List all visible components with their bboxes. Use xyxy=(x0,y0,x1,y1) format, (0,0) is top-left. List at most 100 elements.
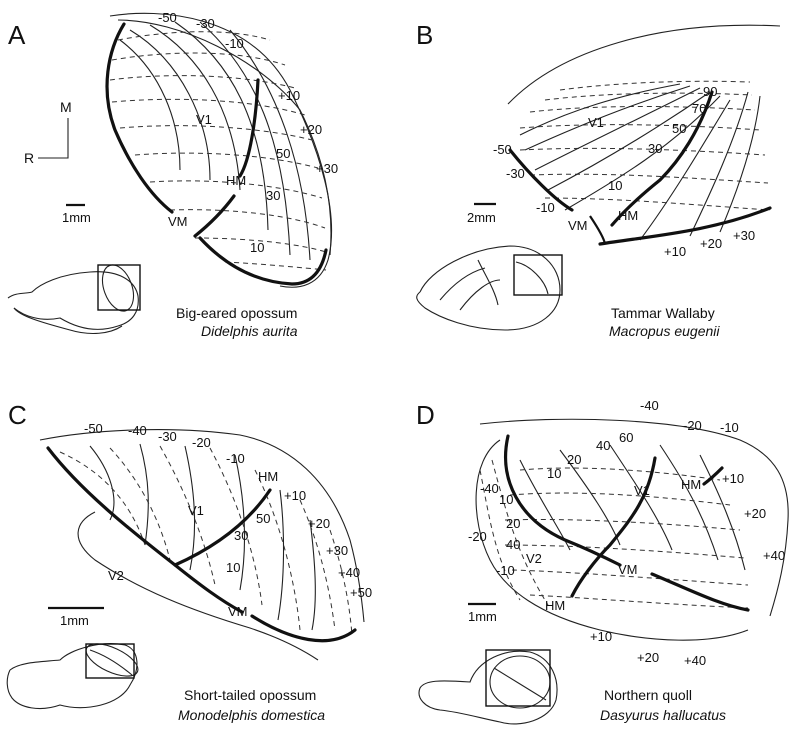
panel-c-label-13: +50 xyxy=(350,585,372,600)
panel-b: B 2mm xyxy=(416,20,781,339)
panel-c-label-2: -40 xyxy=(128,423,147,438)
panel-b-label-2: 70 xyxy=(692,101,706,116)
panel-c-label-9: 30 xyxy=(234,528,248,543)
panel-a-label-7: +30 xyxy=(316,161,338,176)
panel-d-v1-label: V1 xyxy=(634,483,650,498)
panel-d-label-1: -40 xyxy=(480,481,499,496)
panel-c-letter: C xyxy=(8,400,27,430)
panel-c-label-10: +30 xyxy=(326,543,348,558)
panel-c-label-12: +40 xyxy=(338,565,360,580)
panel-a-label-8: 30 xyxy=(266,188,280,203)
panel-c-common-name: Short-tailed opossum xyxy=(184,687,316,703)
panel-b-label-11: +30 xyxy=(733,228,755,243)
panel-c-v1-label: V1 xyxy=(188,503,204,518)
panel-a-hm-label: HM xyxy=(226,173,246,188)
panel-d-label-16: -10 xyxy=(720,420,739,435)
panel-d-scale-bar: 1mm xyxy=(468,602,497,624)
panel-c-scale-label: 1mm xyxy=(60,613,89,628)
panel-b-letter: B xyxy=(416,20,433,50)
panel-d-label-11: 10 xyxy=(499,492,513,507)
panel-d-label-12: 20 xyxy=(506,516,520,531)
panel-b-label-5: 10 xyxy=(608,178,622,193)
panel-d-label-9: -40 xyxy=(640,398,659,413)
panel-c-v1-map xyxy=(39,429,365,661)
panel-d-common-name: Northern quoll xyxy=(604,687,692,703)
panel-a-label-3: -10 xyxy=(225,36,244,51)
panel-c-species-name: Monodelphis domestica xyxy=(178,707,325,723)
panel-a-v1-map xyxy=(105,12,333,288)
axis-m-label: M xyxy=(60,99,72,115)
panel-c-v2-label: V2 xyxy=(108,568,124,583)
panel-d-label-17: +10 xyxy=(590,629,612,644)
panel-a-common-name: Big-eared opossum xyxy=(176,305,297,321)
panel-b-scale-bar: 2mm xyxy=(467,202,496,225)
panel-a-label-1: -50 xyxy=(158,10,177,25)
panel-c-hm-label: HM xyxy=(258,469,278,484)
panel-c-label-11: 10 xyxy=(226,560,240,575)
panel-b-label-10: +20 xyxy=(700,236,722,251)
panel-d-label-8: +10 xyxy=(722,471,744,486)
panel-c-brain-icon xyxy=(6,643,139,710)
axis-r-label: R xyxy=(24,150,34,166)
panel-a-label-9: 10 xyxy=(250,240,264,255)
panel-b-v1-label: V1 xyxy=(588,115,604,130)
panel-d-label-13: -20 xyxy=(683,418,702,433)
orientation-axes: M R xyxy=(24,99,72,166)
panel-d-vm-label: VM xyxy=(618,562,638,577)
panel-c-label-4: -20 xyxy=(192,435,211,450)
panel-b-label-9: +10 xyxy=(664,244,686,259)
panel-d-hm-bottom-label: HM xyxy=(545,598,565,613)
panel-d-label-6: 20 xyxy=(567,452,581,467)
panel-c: C 1mm -50 xyxy=(6,400,372,723)
panel-a-scale-bar: 1mm xyxy=(62,203,91,225)
panel-c-label-3: -30 xyxy=(158,429,177,444)
panel-a-brain-icon xyxy=(7,264,141,335)
panel-a-label-4: +10 xyxy=(278,88,300,103)
panel-b-label-1: 90 xyxy=(703,84,717,99)
panel-a: A M R 1mm xyxy=(7,10,338,339)
panel-d-label-15: +40 xyxy=(763,548,785,563)
panel-c-scale-bar: 1mm xyxy=(48,606,104,628)
panel-a-v1-label: V1 xyxy=(196,112,212,127)
panel-d-label-14: 40 xyxy=(506,537,520,552)
panel-b-label-7: -30 xyxy=(506,166,525,181)
panel-b-brain-icon xyxy=(416,245,563,331)
panel-a-scale-label: 1mm xyxy=(62,210,91,225)
panel-a-label-6: 50 xyxy=(276,146,290,161)
panel-d-hm-top-label: HM xyxy=(681,477,701,492)
panel-c-label-1: -50 xyxy=(84,421,103,436)
panel-d-label-5: 40 xyxy=(596,438,610,453)
panel-d-scale-label: 1mm xyxy=(468,609,497,624)
panel-b-label-3: 50 xyxy=(672,121,686,136)
panel-d-brain-icon xyxy=(418,649,558,725)
panel-a-label-2: -30 xyxy=(196,16,215,31)
panel-c-label-5: -10 xyxy=(226,451,245,466)
panel-d-species-name: Dasyurus hallucatus xyxy=(600,707,726,723)
panel-d-label-4: 60 xyxy=(619,430,633,445)
panel-b-species-name: Macropus eugenii xyxy=(609,323,720,339)
panel-c-label-7: 50 xyxy=(256,511,270,526)
panel-a-vm-label: VM xyxy=(168,214,188,229)
panel-d-label-10: +20 xyxy=(744,506,766,521)
panel-b-label-6: -50 xyxy=(493,142,512,157)
panel-c-label-6: +10 xyxy=(284,488,306,503)
panel-b-v1-map xyxy=(507,24,781,246)
panel-a-species-name: Didelphis aurita xyxy=(201,323,298,339)
panel-b-label-4: 30 xyxy=(648,141,662,156)
panel-d-label-18: +20 xyxy=(637,650,659,665)
panel-d-label-7: 10 xyxy=(547,466,561,481)
panel-d-v1-map xyxy=(475,418,789,641)
panel-d: D 1mm - xyxy=(416,398,789,725)
panel-b-label-8: -10 xyxy=(536,200,555,215)
panel-c-vm-label: VM xyxy=(228,604,248,619)
panel-b-vm-label: VM xyxy=(568,218,588,233)
panel-d-v2-label: V2 xyxy=(526,551,542,566)
panel-a-label-5: +20 xyxy=(300,122,322,137)
panel-b-hm-label: HM xyxy=(618,208,638,223)
panel-d-label-3: -10 xyxy=(496,563,515,578)
panel-c-label-8: +20 xyxy=(308,516,330,531)
panel-d-label-2: -20 xyxy=(468,529,487,544)
panel-a-letter: A xyxy=(8,20,26,50)
panel-b-common-name: Tammar Wallaby xyxy=(611,305,715,321)
